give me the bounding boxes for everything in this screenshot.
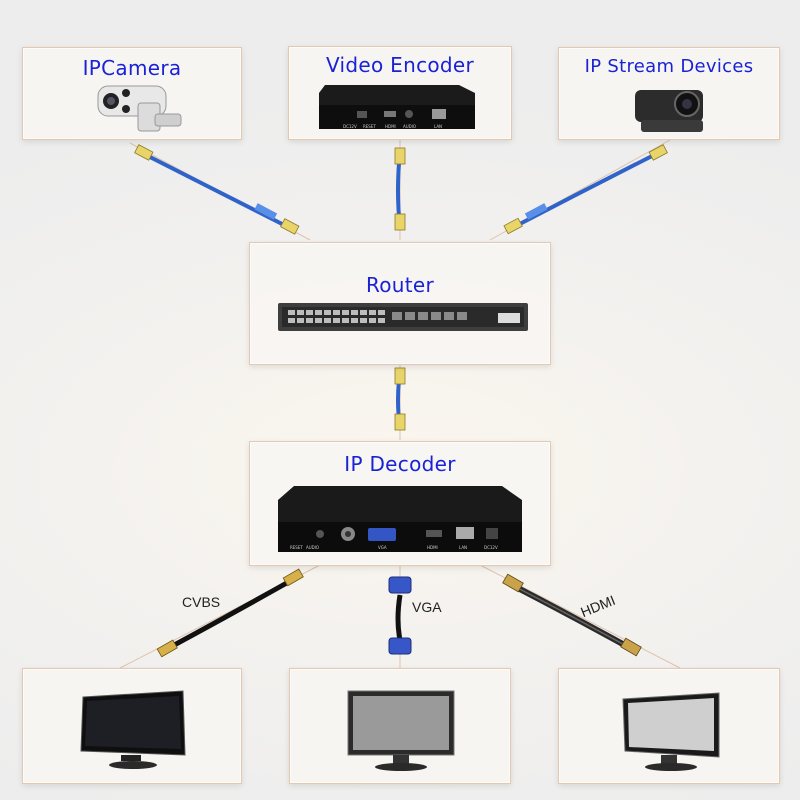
- router-box: Router: [249, 242, 551, 365]
- encoder-title: Video Encoder: [325, 53, 475, 77]
- stream-devices-title: IP Stream Devices: [584, 56, 754, 77]
- decoder-title: IP Decoder: [344, 452, 456, 476]
- encoder-port-dc12v: DC12V: [343, 124, 357, 129]
- encoder-port-hdmi: HDMI: [385, 124, 396, 129]
- hdmi-cable: [502, 573, 642, 657]
- decoder-port-audio: AUDIO: [306, 545, 319, 550]
- decoder-port-hdmi: HDMI: [427, 545, 438, 550]
- encoder-box: Video Encoder DC12V RESET HDMI AUDIO LAN: [288, 46, 512, 140]
- cvbs-cable: [156, 568, 304, 658]
- router-device-icon: [278, 303, 528, 331]
- encoder-port-audio: AUDIO: [403, 124, 416, 129]
- stream-camera-icon: [635, 90, 703, 132]
- monitor-box-3: [558, 668, 780, 784]
- ipcamera-box: IPCamera: [22, 47, 242, 140]
- lan-cable-router-decoder: [394, 367, 406, 431]
- monitor-icon: [347, 690, 455, 771]
- decoder-port-vga: VGA: [378, 545, 387, 550]
- ipcamera-title: IPCamera: [82, 56, 182, 80]
- decoder-box: IP Decoder RESET AUDIO VGA HDMI LAN DC12…: [249, 441, 551, 566]
- monitor-icon: [80, 690, 186, 769]
- decoder-port-dc12v: DC12V: [484, 545, 498, 550]
- encoder-port-reset: RESET: [363, 124, 376, 129]
- cvbs-label: CVBS: [182, 594, 221, 610]
- decoder-port-reset: RESET: [290, 545, 303, 550]
- vga-cable: [388, 576, 412, 655]
- video-encoder-device-icon: DC12V RESET HDMI AUDIO LAN: [319, 85, 475, 129]
- lan-cable-stream: [503, 144, 668, 235]
- encoder-port-lan: LAN: [434, 124, 442, 129]
- monitor-box-1: [22, 668, 242, 784]
- ipcamera-icon: [97, 85, 182, 132]
- lan-cable-encoder: [394, 147, 406, 231]
- router-title: Router: [365, 273, 435, 297]
- vga-label: VGA: [412, 599, 442, 615]
- monitor-icon: [622, 692, 720, 771]
- decoder-port-lan: LAN: [459, 545, 467, 550]
- lan-cable-camera: [134, 144, 300, 235]
- monitor-box-2: [289, 668, 511, 784]
- ip-decoder-device-icon: RESET AUDIO VGA HDMI LAN DC12V: [278, 486, 522, 552]
- stream-devices-box: IP Stream Devices: [558, 47, 780, 140]
